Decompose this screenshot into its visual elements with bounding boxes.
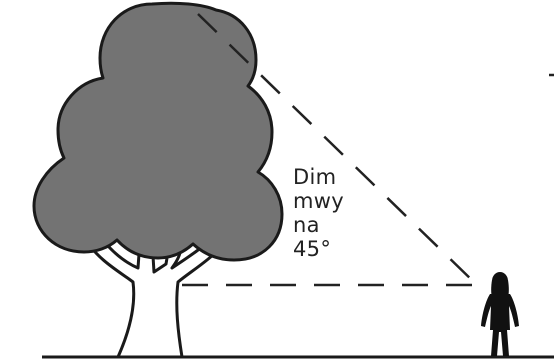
angle-label-line-4: 45°	[293, 237, 332, 261]
tree-icon	[32, 1, 284, 359]
angle-label-line-2: mwy	[293, 189, 344, 213]
tree-canopy	[32, 1, 284, 262]
sightline-45-degree	[197, 13, 477, 285]
angle-label-line-1: Dim	[293, 165, 337, 189]
person-silhouette-icon	[481, 272, 519, 356]
angle-label-line-3: na	[293, 213, 320, 237]
angle-label: Dim mwy na 45°	[293, 165, 383, 261]
person-body	[481, 294, 519, 356]
